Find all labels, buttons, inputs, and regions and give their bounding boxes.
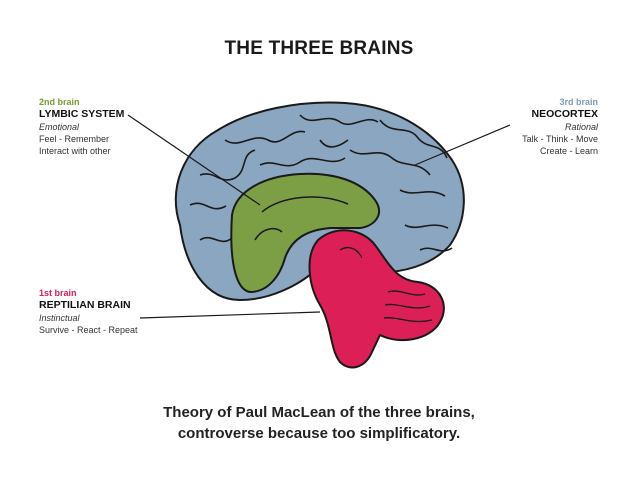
page-title: THE THREE BRAINS (224, 38, 414, 59)
cerebellum-folds (339, 246, 433, 323)
neocortex-actions-1: Talk - Think - Move (522, 134, 598, 144)
neocortex-name: NEOCORTEX (531, 108, 598, 120)
reptilian-leader-line (139, 311, 321, 319)
caption-line-2: controverse because too simplificatory. (177, 425, 461, 442)
caption: Theory of Paul MacLean of the three brai… (0, 402, 638, 444)
lymbic-actions-1: Feel - Remember (39, 134, 110, 144)
reptilian-actions: Survive - React - Repeat (39, 325, 138, 335)
lymbic-name: LYMBIC SYSTEM (39, 108, 125, 120)
caption-line-1: Theory of Paul MacLean of the three brai… (163, 404, 475, 421)
cortex-folds (189, 114, 453, 252)
neocortex-label: 3rd brain NEOCORTEX Rational Talk - Thin… (418, 96, 598, 157)
reptilian-brain-label: 1st brain REPTILIAN BRAIN Instinctual Su… (39, 287, 138, 336)
neocortex-actions-2: Create - Learn (539, 146, 598, 156)
reptilian-name: REPTILIAN BRAIN (39, 299, 131, 311)
reptilian-region (308, 229, 445, 369)
reptilian-mode: Instinctual (39, 313, 80, 323)
lymbic-actions-2: Interact with other (39, 146, 111, 156)
lymbic-system-label: 2nd brain LYMBIC SYSTEM Emotional Feel -… (39, 96, 124, 157)
neocortex-mode: Rational (564, 122, 598, 132)
neocortex-tag: 3rd brain (559, 97, 598, 107)
limbic-region (230, 172, 380, 294)
reptilian-tag: 1st brain (39, 288, 77, 298)
lymbic-mode: Emotional (39, 122, 80, 132)
lymbic-tag: 2nd brain (39, 97, 80, 107)
neocortex-leader-line (414, 124, 511, 166)
lymbic-leader-line (127, 114, 261, 206)
